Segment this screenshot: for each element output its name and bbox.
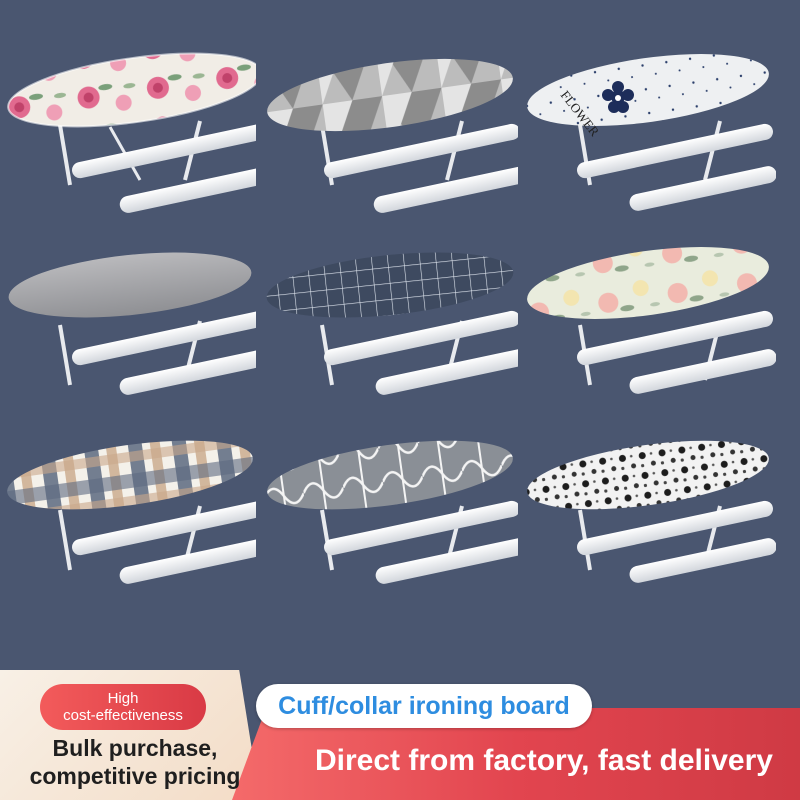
board-cover — [267, 440, 513, 510]
bulk-purchase-text: Bulk purchase, competitive pricing — [20, 734, 250, 790]
board-navy-grid[interactable] — [262, 235, 518, 435]
board-cover — [8, 252, 252, 318]
board-legs — [577, 500, 776, 583]
flower-icon — [602, 81, 634, 113]
board-cover — [267, 58, 513, 132]
board-flower-print[interactable]: FLOWER — [520, 35, 776, 235]
left-line1: Bulk purchase, — [52, 735, 218, 761]
board-beige-plaid[interactable] — [0, 430, 256, 630]
product-grid: FLOWER — [0, 35, 776, 630]
board-legs — [58, 310, 256, 395]
board-gray-triangles[interactable] — [262, 35, 518, 235]
board-legs — [320, 500, 518, 584]
tagline: Direct from factory, fast delivery — [315, 744, 773, 777]
board-cover — [527, 440, 769, 510]
board-cover — [527, 54, 769, 126]
badge-line2: cost-effectiveness — [63, 707, 183, 724]
board-legs — [577, 310, 776, 394]
board-legs — [58, 500, 256, 584]
board-peony-floral[interactable] — [520, 235, 776, 435]
board-legs — [320, 120, 518, 213]
board-cover — [8, 53, 256, 127]
badge-line1: High — [107, 690, 139, 707]
board-plain-gray[interactable] — [0, 235, 256, 435]
board-pink-floral[interactable] — [0, 35, 256, 235]
left-line2: competitive pricing — [29, 763, 241, 789]
board-legs — [58, 120, 256, 213]
board-black-white-dots[interactable] — [520, 430, 776, 630]
cost-effectiveness-badge: High cost-effectiveness — [40, 684, 206, 730]
board-legs — [320, 310, 518, 395]
promo-banner: High cost-effectiveness Cuff/collar iron… — [0, 670, 800, 800]
board-cover — [527, 247, 769, 319]
board-gray-lattice[interactable] — [262, 430, 518, 630]
board-cover — [266, 252, 514, 318]
board-cover — [7, 440, 253, 510]
board-legs — [577, 120, 776, 211]
product-title: Cuff/collar ironing board — [256, 684, 592, 728]
